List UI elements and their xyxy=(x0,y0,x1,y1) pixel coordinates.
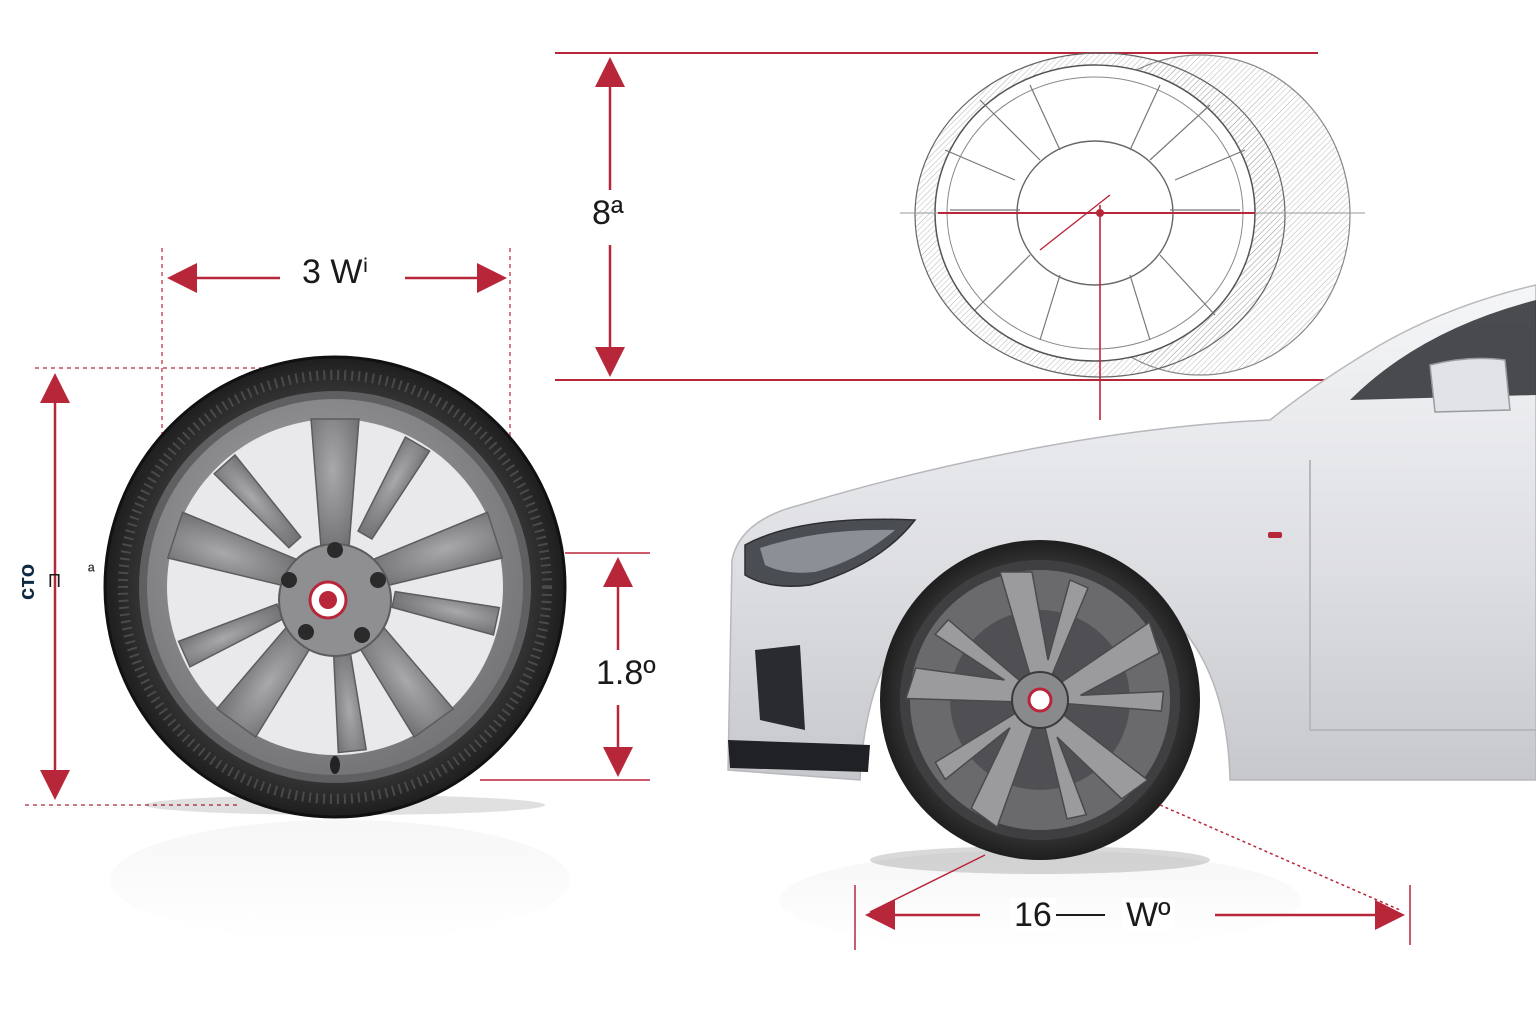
car-wheel-width-number: 16 xyxy=(1010,898,1056,932)
left-vertical-label: сто xyxy=(14,563,39,600)
left-dimension-lines xyxy=(25,248,650,806)
wheel-width-label: 3 Wⁱ xyxy=(298,255,373,289)
car-wheel-width-unit: Wº xyxy=(1122,898,1175,932)
car-wheel-icon xyxy=(870,540,1210,874)
left-vertical-label-b: Π xyxy=(48,571,61,591)
left-wheel-icon xyxy=(103,355,567,819)
car-dimension-lines xyxy=(854,804,1411,950)
top-wheel-height-label: 8ª xyxy=(588,196,628,230)
top-dimension-lines xyxy=(555,52,1330,381)
left-small-mark: ª xyxy=(88,561,95,581)
car-icon xyxy=(727,284,1536,781)
tire-section-label: 1.8º xyxy=(592,656,660,690)
wheel-sketch-icon xyxy=(900,52,1365,420)
